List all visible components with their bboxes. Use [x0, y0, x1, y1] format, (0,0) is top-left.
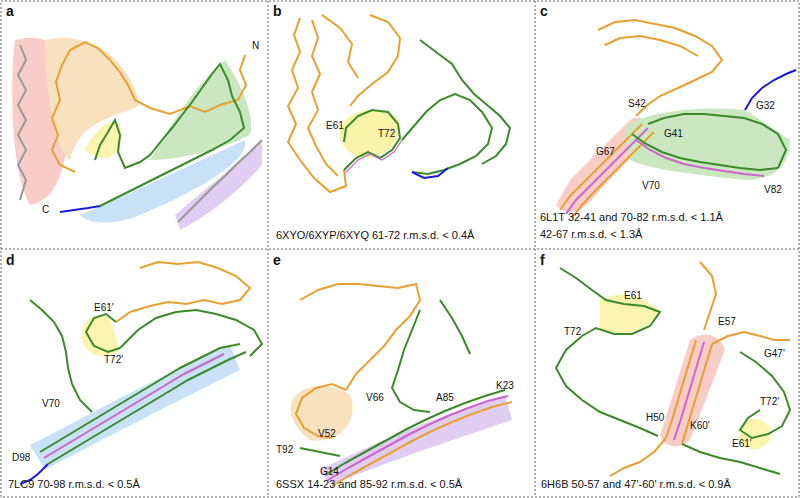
panel-letter: f	[540, 253, 545, 268]
residue-label: V52	[318, 428, 336, 439]
residue-label: G32	[756, 100, 775, 111]
residue-label: T72'	[760, 396, 779, 407]
residue-label: V66	[366, 392, 384, 403]
panel-caption: 6H6B 50-57 and 47'-60' r.m.s.d. < 0.9Å	[541, 478, 731, 490]
residue-label: E61'	[94, 302, 114, 313]
residue-label: T72'	[104, 354, 123, 365]
panel-caption: 7LC9 70-98 r.m.s.d. < 0.5Å	[8, 478, 140, 490]
panel-caption: 6XYO/6XYP/6XYQ 61-72 r.m.s.d. < 0.4Å	[276, 229, 474, 241]
residue-label: D98	[12, 452, 30, 463]
residue-label: G67	[596, 146, 615, 157]
residue-label: T72	[564, 326, 581, 337]
residue-label: G47'	[764, 348, 785, 359]
panel-letter: e	[273, 253, 281, 268]
panel-letter: b	[273, 4, 282, 19]
residue-label: G41	[664, 128, 683, 139]
panel-letter: a	[6, 4, 14, 19]
residue-label: E57	[718, 316, 736, 327]
residue-label: K60'	[690, 420, 710, 431]
residue-label: E61	[624, 290, 642, 301]
residue-label: S42	[628, 98, 646, 109]
panel-caption: 6L1T 32-41 and 70-82 r.m.s.d. < 1.1Å	[540, 211, 723, 223]
residue-label: V70	[642, 180, 660, 191]
residue-label: V82	[764, 184, 782, 195]
residue-label: C	[42, 204, 49, 215]
residue-label: K23	[496, 380, 514, 391]
panel-caption: 6SSX 14-23 and 85-92 r.m.s.d. < 0.5Å	[276, 478, 462, 490]
residue-label: G14	[320, 466, 339, 477]
residue-label: V70	[42, 398, 60, 409]
residue-label: E61'	[732, 438, 752, 449]
residue-label: H50	[646, 412, 664, 423]
residue-label: N	[252, 40, 259, 51]
panel-caption: 42-67 r.m.s.d. < 1.3Å	[540, 228, 642, 240]
residue-label: E61	[326, 120, 344, 131]
panel-letter: c	[540, 4, 548, 19]
residue-label: T72	[378, 128, 395, 139]
residue-label: T92	[276, 444, 293, 455]
residue-label: A85	[436, 392, 454, 403]
panel-letter: d	[6, 253, 15, 268]
